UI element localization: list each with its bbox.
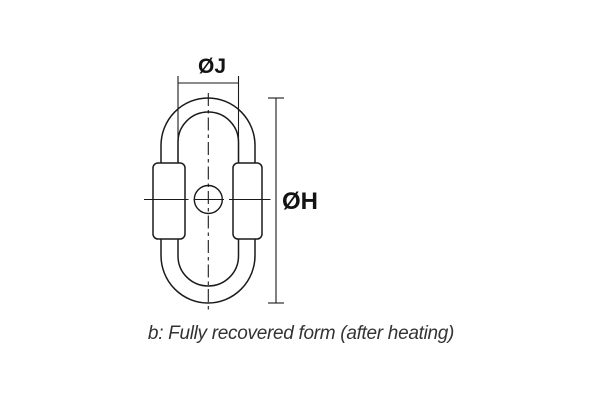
dimension-label-oj: ØJ [198,55,226,78]
dimension-oh-group [268,97,284,304]
link-inner-contour [177,111,240,287]
link-body-group [160,97,256,304]
right-sleeve [232,162,263,240]
dimension-label-oh: ØH [282,188,318,215]
left-sleeve [152,162,186,240]
figure-caption: b: Fully recovered form (after heating) [148,323,454,344]
dimension-oj-group [177,76,240,163]
link-outer-contour [160,97,256,304]
sleeves-group [152,162,263,240]
